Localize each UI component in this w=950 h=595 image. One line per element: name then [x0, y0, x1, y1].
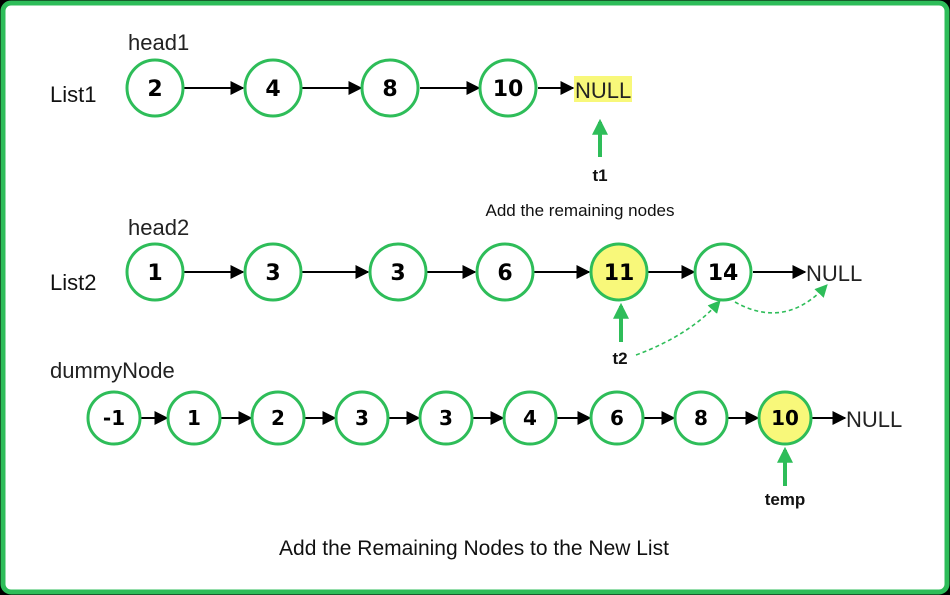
list1-node-value: 8 — [382, 77, 397, 102]
merged-node: 3 — [418, 390, 474, 446]
list1-node: 8 — [360, 58, 420, 118]
list1-node: 10 — [478, 58, 538, 118]
list1-label: List1 — [50, 82, 96, 107]
temp-pointer-label: temp — [765, 490, 806, 509]
list1-node: 2 — [125, 58, 185, 118]
list2-label: List2 — [50, 270, 96, 295]
list1-node: 4 — [243, 58, 303, 118]
t1-pointer-label: t1 — [592, 166, 607, 185]
merged-node: 8 — [673, 390, 729, 446]
merged-node-value: 6 — [610, 406, 624, 430]
merged-null: NULL — [846, 407, 902, 432]
list2-node: 3 — [368, 242, 428, 302]
merged-node-value: 3 — [355, 406, 369, 430]
list2-node-value: 11 — [604, 261, 635, 286]
list1-node-value: 2 — [147, 77, 162, 102]
merged-node-value: 1 — [187, 406, 201, 430]
merged-node-value: 10 — [771, 406, 799, 430]
list2-node: 1 — [125, 242, 185, 302]
list1-null: NULL — [575, 78, 631, 103]
list2-node-value: 6 — [497, 261, 512, 286]
list2-node-value: 1 — [147, 261, 162, 286]
merged-node-value: 8 — [694, 406, 708, 430]
merged-group: dummyNode -1 1 2 3 3 — [50, 358, 902, 509]
merged-node: -1 — [86, 390, 142, 446]
merged-node-value: -1 — [103, 406, 125, 430]
list2-node-value: 3 — [265, 261, 280, 286]
list2-null: NULL — [806, 261, 862, 286]
merged-node: 4 — [502, 390, 558, 446]
merged-node-value: 3 — [439, 406, 453, 430]
list2-node: 14 — [693, 242, 753, 302]
merged-head-label: dummyNode — [50, 358, 175, 383]
merged-node-value: 4 — [523, 406, 537, 430]
list1-node-value: 4 — [265, 77, 280, 102]
next-null-dashed-arrow — [734, 284, 828, 314]
diagram-caption: Add the Remaining Nodes to the New List — [279, 537, 669, 560]
merged-node: 1 — [166, 390, 222, 446]
merged-node: 2 — [250, 390, 306, 446]
list2-node-highlighted: 11 — [589, 242, 649, 302]
list2-node: 6 — [475, 242, 535, 302]
list1-head-label: head1 — [128, 30, 189, 55]
list1-null-highlight — [574, 76, 632, 102]
remaining-nodes-note: Add the remaining nodes — [485, 201, 674, 220]
list1-group: List1 head1 2 4 8 10 NULL t1 — [50, 30, 632, 185]
list2-node-value: 14 — [708, 261, 739, 286]
t2-pointer-label: t2 — [612, 349, 627, 368]
merged-node-highlighted: 10 — [757, 390, 813, 446]
merged-node: 6 — [589, 390, 645, 446]
list2-head-label: head2 — [128, 215, 189, 240]
list1-node-value: 10 — [493, 77, 524, 102]
merged-node-value: 2 — [271, 406, 285, 430]
merged-node: 3 — [334, 390, 390, 446]
list2-node-value: 3 — [390, 261, 405, 286]
list2-node: 3 — [243, 242, 303, 302]
list2-group: List2 head2 1 3 3 6 11 14 — [50, 215, 862, 368]
